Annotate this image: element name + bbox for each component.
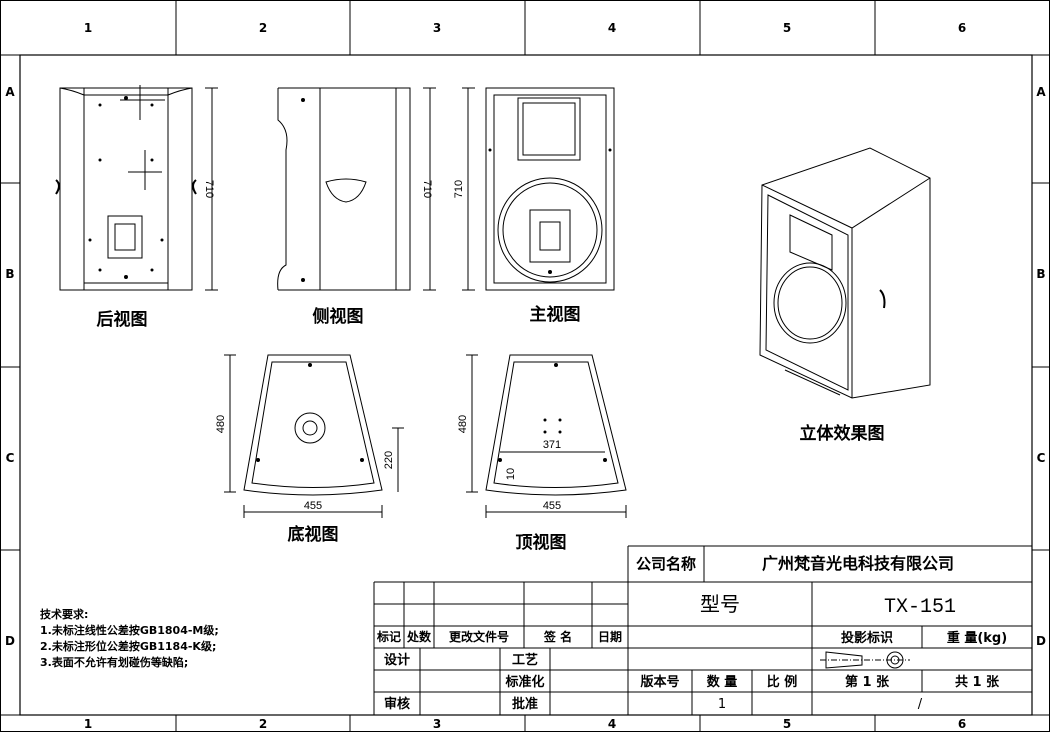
zone-row-dividers — [0, 182, 1050, 551]
col-label-6-bottom: 6 — [958, 717, 966, 731]
col-label-2-bottom: 2 — [259, 717, 267, 731]
side-view — [277, 87, 436, 291]
front-view-label: 主视图 — [530, 304, 581, 325]
model-value: TX-151 — [884, 596, 956, 619]
bottom-width-dim: 455 — [304, 500, 322, 512]
top-hole-inset-dim: 10 — [505, 468, 517, 480]
col-label-5-bottom: 5 — [783, 717, 791, 731]
row-label-a-right: A — [1036, 85, 1046, 99]
total-sheets-label: 共 1 张 — [955, 674, 1000, 690]
row-label-b: B — [5, 267, 14, 281]
projection-symbol-icon — [820, 651, 910, 669]
note-item-2: 2.未标注形位公差按GB1184-K级; — [40, 640, 217, 653]
review-label: 审核 — [384, 696, 410, 712]
col-label-1: 1 — [84, 21, 92, 35]
isometric-view — [759, 147, 931, 399]
bottom-pole-dim: 220 — [383, 451, 395, 469]
design-label: 设计 — [384, 652, 410, 668]
rev-header-mark: 标记 — [376, 629, 401, 644]
notes-title: 技术要求: — [40, 608, 89, 621]
bottom-depth-dim: 480 — [215, 415, 227, 433]
company-label: 公司名称 — [636, 555, 696, 573]
col-label-6: 6 — [958, 21, 966, 35]
row-label-a: A — [5, 85, 15, 99]
weight-label: 重 量(kg) — [947, 630, 1007, 646]
quantity-label: 数 量 — [707, 674, 738, 690]
front-view — [462, 87, 615, 291]
side-view-label: 侧视图 — [313, 306, 364, 327]
rear-view-label: 后视图 — [97, 309, 148, 330]
col-label-5: 5 — [783, 21, 791, 35]
quantity-value: 1 — [718, 697, 726, 712]
sheet-label: 第 1 张 — [845, 674, 890, 690]
col-label-4-bottom: 4 — [608, 717, 616, 731]
front-height-dim: 710 — [453, 180, 465, 198]
rear-height-dim: 710 — [203, 180, 215, 198]
row-label-c: C — [6, 451, 15, 465]
rev-header-count: 处数 — [406, 629, 432, 644]
bottom-view-label: 底视图 — [288, 524, 339, 545]
standard-label: 标准化 — [504, 674, 544, 690]
col-label-4: 4 — [608, 21, 616, 35]
top-width-dim: 455 — [543, 500, 561, 512]
col-label-2: 2 — [259, 21, 267, 35]
rev-header-sign: 签 名 — [543, 629, 572, 644]
bottom-view — [224, 354, 404, 518]
version-label: 版本号 — [640, 674, 679, 690]
col-label-3: 3 — [433, 21, 441, 35]
side-height-dim: 710 — [421, 180, 433, 198]
scale-value: / — [918, 697, 923, 712]
rev-header-date: 日期 — [598, 629, 622, 644]
col-label-1-bottom: 1 — [84, 717, 92, 731]
process-label: 工艺 — [512, 652, 538, 668]
row-label-d-right: D — [1036, 634, 1046, 648]
row-label-d: D — [5, 634, 15, 648]
scale-label: 比 例 — [767, 674, 798, 690]
iso-view-label: 立体效果图 — [800, 423, 885, 444]
top-depth-dim: 480 — [457, 415, 469, 433]
note-item-3: 3.表面不允许有划碰伤等缺陷; — [40, 656, 189, 669]
zone-column-dividers — [175, 0, 876, 732]
technical-notes: 技术要求: 1.未标注线性公差按GB1804-M级; 2.未标注形位公差按GB1… — [40, 607, 219, 671]
projection-label: 投影标识 — [841, 630, 893, 646]
top-hole-spacing-dim: 371 — [543, 439, 561, 451]
model-label: 型号 — [700, 592, 740, 616]
col-label-3-bottom: 3 — [433, 717, 441, 731]
row-label-b-right: B — [1036, 267, 1045, 281]
top-view-label: 顶视图 — [516, 532, 567, 553]
top-view — [466, 354, 627, 518]
note-item-1: 1.未标注线性公差按GB1804-M级; — [40, 624, 219, 637]
title-block — [373, 545, 1032, 715]
rear-view — [55, 85, 218, 291]
company-name: 广州梵音光电科技有限公司 — [762, 554, 954, 573]
approve-label: 批准 — [512, 696, 538, 712]
row-label-c-right: C — [1037, 451, 1046, 465]
rev-header-doc: 更改文件号 — [449, 629, 509, 644]
